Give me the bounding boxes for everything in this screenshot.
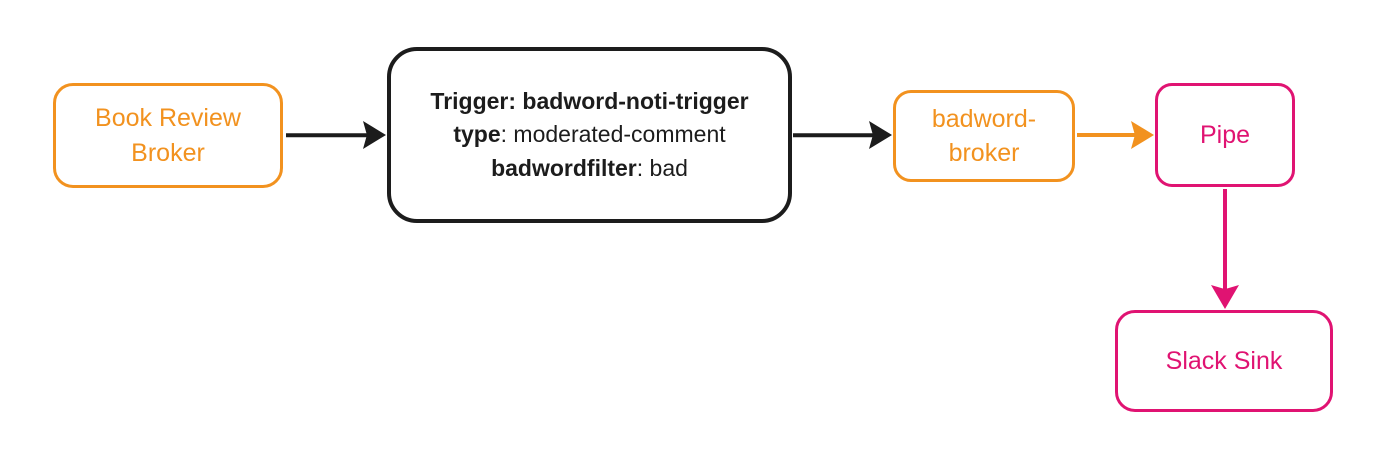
node-label-line: Broker	[131, 138, 205, 167]
arrow-broker-to-trigger	[286, 121, 386, 149]
trigger-filter-value: : bad	[636, 154, 688, 181]
trigger-type-key: type	[453, 121, 501, 148]
node-pipe: Pipe	[1155, 83, 1295, 187]
node-label-line: Book Review	[95, 104, 241, 132]
trigger-type-value: : moderated-comment	[500, 121, 726, 148]
trigger-filter-key: badwordfilter	[491, 154, 637, 181]
node-label: Pipe	[1199, 120, 1251, 149]
arrow-shaft	[286, 133, 370, 137]
trigger-filter-line: badwordfilter: bad	[491, 152, 688, 185]
node-book-review-broker: Book Review Broker	[53, 83, 283, 188]
arrow-shaft	[793, 133, 876, 137]
trigger-name-line: Trigger: badword-noti-trigger	[430, 87, 749, 114]
arrow-badword-broker-to-pipe	[1077, 121, 1154, 149]
arrow-trigger-to-badword-broker	[793, 121, 892, 149]
node-label-line: badword-	[931, 104, 1037, 133]
node-slack-sink: Slack Sink	[1115, 310, 1333, 412]
arrow-shaft	[1077, 133, 1139, 137]
node-label-line: broker	[948, 139, 1020, 167]
arrow-shaft	[1223, 189, 1227, 290]
node-trigger: Trigger: badword-noti-trigger type: mode…	[387, 47, 792, 223]
node-label: Slack Sink	[1165, 346, 1283, 375]
trigger-type-line: type: moderated-comment	[453, 118, 725, 151]
node-badword-broker: badword- broker	[893, 90, 1075, 182]
arrow-pipe-to-slack-sink	[1211, 189, 1239, 309]
